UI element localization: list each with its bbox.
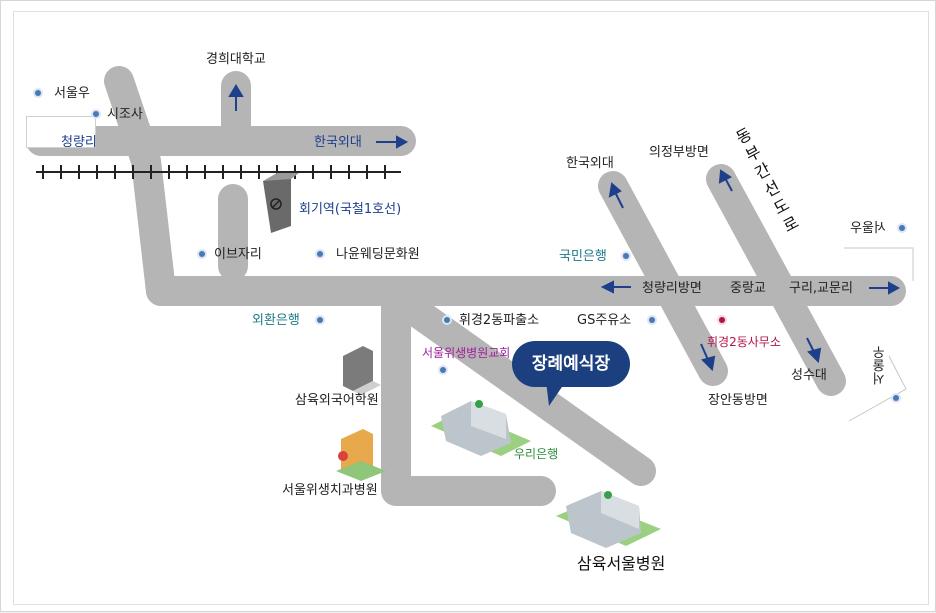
- label-samyuk-lang: 삼육외국어학원: [295, 393, 379, 408]
- label-junglanggyo: 중랑교: [730, 281, 766, 296]
- funeral-hall-callout: 장례예식장: [512, 341, 630, 387]
- marker-gs: [649, 317, 655, 323]
- label-hwigyeong-police: 휘경2동파출소: [459, 313, 540, 328]
- label-hospital: 삼육서울병원: [577, 554, 666, 573]
- arrow-up-uijeongbu: [724, 177, 733, 192]
- building-samyuk-hospital: [556, 491, 661, 548]
- label-seoul-church: 서울위생병원교회: [422, 346, 511, 360]
- road-hospital-diagonal: [386, 286, 656, 486]
- label-sijosa: 시조사: [107, 107, 143, 122]
- label-ibeujari: 이브자리: [214, 247, 262, 262]
- label-jangan: 장안동방면: [708, 393, 768, 408]
- label-hwigyeong-office: 휘경2동사무소: [707, 335, 781, 349]
- marker-sijosa: [93, 111, 99, 117]
- marker-nayun: [317, 251, 323, 257]
- marker-kookmin: [623, 253, 629, 259]
- label-dental: 서울위생치과병원: [282, 483, 378, 498]
- hoegi-station-building: [263, 173, 299, 233]
- road-left-diagonal: [104, 66, 176, 306]
- label-gs: GS주유소: [577, 313, 632, 328]
- label-kyunghee: 경희대학교: [206, 52, 266, 67]
- label-woori: 우리은행: [514, 447, 559, 461]
- building-dental: [336, 429, 386, 481]
- label-nayun: 나윤웨딩문화원: [336, 247, 420, 262]
- label-seongsu: 성수대: [791, 368, 827, 383]
- label-guri: 구리,교문리: [789, 281, 853, 296]
- marker-ibeujari: [199, 251, 205, 257]
- label-seoulu-right2: 서울우: [873, 346, 888, 385]
- label-exchange: 외환은행: [252, 313, 300, 328]
- label-cheongnyangri-dir: 청량리방면: [642, 281, 702, 296]
- marker-seoulu: [35, 90, 41, 96]
- building-church-hospital: [431, 400, 531, 456]
- label-seoulu: 서울우: [54, 86, 90, 101]
- road-center: [381, 276, 556, 506]
- marker-hwigyeong-office: [719, 317, 725, 323]
- label-cheongnyangri: 청량리: [61, 135, 97, 150]
- label-hufs-right: 한국외대: [566, 156, 614, 171]
- marker-hwigyeong-police: [444, 317, 450, 323]
- label-kookmin: 국민은행: [559, 249, 607, 264]
- legend-box: [26, 116, 96, 148]
- marker-exchange: [317, 317, 323, 323]
- label-hoegi: 회기역(국철1호선): [299, 202, 402, 217]
- callout-tail: [546, 381, 566, 406]
- label-hufs-top: 한국외대: [314, 135, 362, 150]
- arrow-up-hufs-right: [614, 191, 624, 209]
- road-right-diagonal: [598, 171, 728, 386]
- label-seoulu-right: 서울우: [850, 221, 886, 236]
- building-samyuk-lang: [343, 346, 381, 395]
- marker-seoulu-right: [899, 225, 905, 231]
- marker-seoulu-right2: [893, 395, 899, 401]
- label-uijeongbu: 의정부방면: [649, 145, 709, 160]
- marker-seoul-church: [440, 367, 446, 373]
